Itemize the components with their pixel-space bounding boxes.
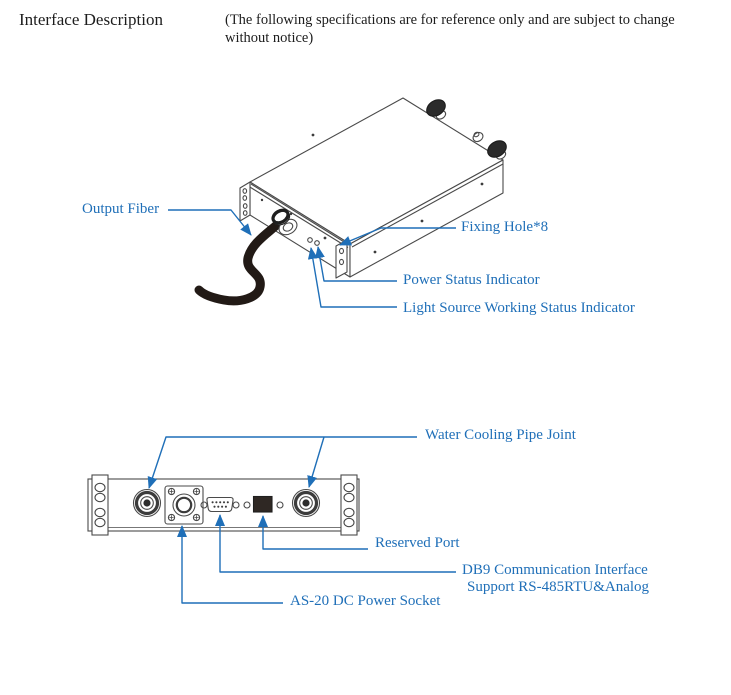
- page-title: Interface Description: [19, 10, 163, 29]
- label-db9-interface-line2: Support RS-485RTU&Analog: [467, 579, 650, 595]
- reserved-port-connector: [252, 495, 273, 513]
- rack-ear-right: [340, 474, 358, 536]
- db9-connector: [200, 496, 240, 513]
- label-water-cooling-pipe-joint: Water Cooling Pipe Joint: [425, 427, 576, 443]
- leader-output-fiber: [168, 209, 252, 236]
- leader-db9: [215, 514, 456, 573]
- label-output-fiber: Output Fiber: [82, 201, 160, 217]
- label-reserved-port: Reserved Port: [375, 535, 460, 551]
- iso-device-drawing: [194, 97, 507, 306]
- label-light-source-status-indicator: Light Source Working Status Indicator: [403, 300, 635, 316]
- fiber-gland: [271, 208, 298, 236]
- label-power-status-indicator: Power Status Indicator: [403, 272, 540, 288]
- water-joint-right: [291, 488, 321, 518]
- output-fiber-cable: [194, 216, 286, 306]
- leader-reserved-port: [258, 515, 368, 550]
- leader-light-status: [307, 247, 397, 308]
- label-as20-dc-power-socket: AS-20 DC Power Socket: [290, 593, 441, 609]
- leader-water-cooling-right: [307, 436, 325, 488]
- annotation-leader-lines: [147, 209, 456, 604]
- label-db9-interface-line1: DB9 Communication Interface: [462, 562, 648, 578]
- as20-power-socket: [164, 485, 204, 525]
- panel-hole-left: [243, 501, 251, 509]
- water-joint-left: [132, 488, 162, 518]
- panel-hole-right: [276, 501, 284, 509]
- rack-ear-left: [91, 474, 109, 536]
- leader-power-status: [314, 246, 397, 282]
- leader-as20: [177, 525, 283, 604]
- disclaimer-line-1: (The following specifications are for re…: [225, 12, 675, 28]
- leader-fixing-hole: [339, 227, 456, 246]
- iso-right-ear-fixing-holes: [335, 239, 348, 279]
- iso-left-ear: [239, 181, 251, 222]
- label-fixing-hole: Fixing Hole*8: [461, 219, 549, 235]
- disclaimer-line-2: without notice): [225, 30, 314, 46]
- status-indicator-leds: [307, 237, 320, 246]
- rear-water-joints-iso: [426, 99, 507, 160]
- leader-water-cooling: [147, 436, 417, 489]
- iso-side-face: [349, 159, 504, 278]
- rear-panel-drawing: [87, 474, 360, 536]
